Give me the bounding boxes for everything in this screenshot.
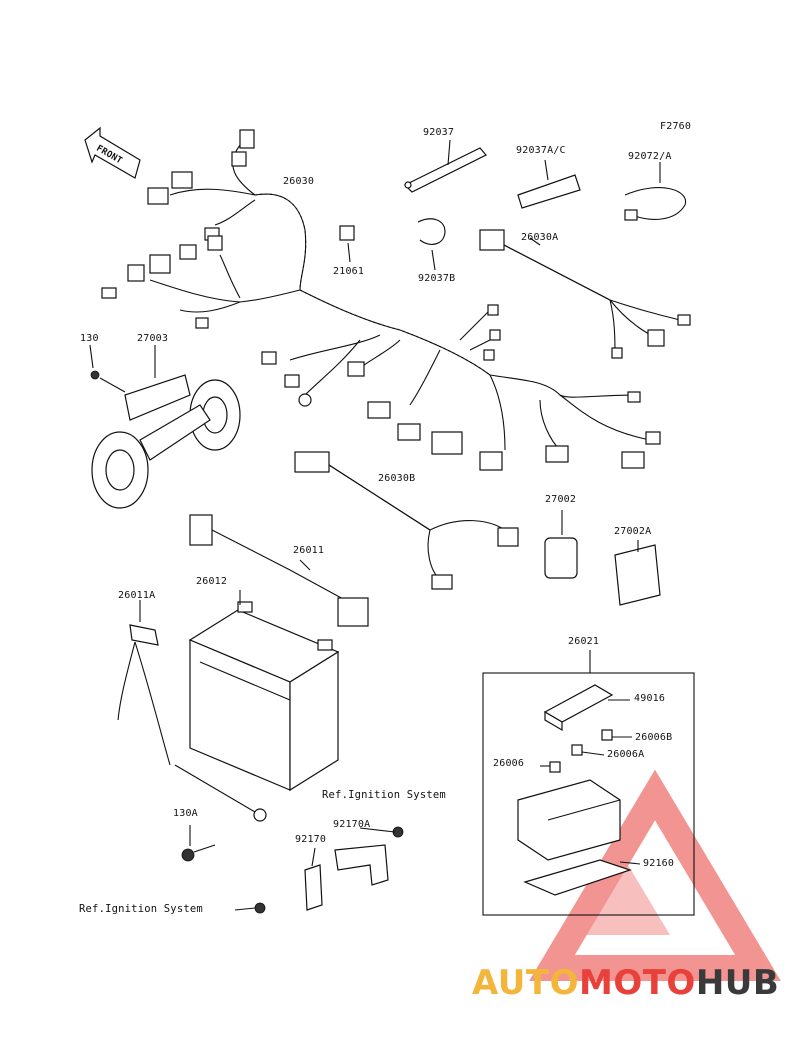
battery-cable-26011 — [189, 514, 369, 627]
part-label-92160: 92160 — [643, 858, 675, 869]
sub-harness-26030b — [294, 451, 519, 590]
bracket-92170 — [234, 847, 323, 914]
part-label-49016: 49016 — [634, 693, 666, 704]
clamp-92037 — [403, 139, 487, 193]
part-label-92037ac: 92037A/C — [516, 145, 566, 156]
part-label-27002: 27002 — [545, 494, 577, 505]
watermark-part2: MOTO — [578, 963, 696, 1003]
part-label-26030b: 26030B — [378, 473, 416, 484]
cable-tie-92072a — [624, 162, 687, 221]
part-label-130a: 130A — [173, 808, 198, 819]
part-label-26012: 26012 — [196, 576, 228, 587]
part-label-26011a: 26011A — [118, 590, 156, 601]
bracket-92170a — [334, 826, 404, 886]
part-label-26030: 26030 — [283, 176, 315, 187]
fuse-box-26021 — [482, 650, 695, 916]
sub-harness-26030a — [479, 229, 691, 359]
watermark-logo: AUTOMOTOHUB — [472, 963, 779, 1003]
part-label-27002a: 27002A — [614, 526, 652, 537]
connector-21061 — [339, 225, 355, 263]
ref-ignition-system-upper: Ref.Ignition System — [322, 789, 446, 801]
watermark-triangle — [529, 769, 781, 981]
part-label-26021: 26021 — [568, 636, 600, 647]
bolt-130a — [181, 825, 216, 862]
battery-26012 — [188, 590, 340, 792]
part-label-26006a: 26006A — [607, 749, 645, 760]
relay-27002a — [614, 540, 661, 606]
part-label-26011: 26011 — [293, 545, 325, 556]
part-label-26030a: 26030A — [521, 232, 559, 243]
part-label-92170a: 92170A — [333, 819, 371, 830]
part-label-92037b: 92037B — [418, 273, 456, 284]
part-label-26006b: 26006B — [635, 732, 673, 743]
part-label-26006: 26006 — [493, 758, 525, 769]
part-label-92072a: 92072/A — [628, 151, 672, 162]
part-label-21061: 21061 — [333, 266, 365, 277]
band-92037ac — [517, 159, 581, 209]
relay-27002 — [544, 510, 578, 579]
main-harness-26030 — [101, 129, 661, 471]
part-label-92037: 92037 — [423, 127, 455, 138]
part-label-27003: 27003 — [137, 333, 169, 344]
ref-ignition-system-lower: Ref.Ignition System — [79, 903, 203, 915]
watermark-part1: AUTO — [472, 963, 579, 1003]
part-label-130: 130 — [80, 333, 99, 344]
figure-code: F2760 — [660, 121, 692, 132]
part-label-92170: 92170 — [295, 834, 327, 845]
horn-27003 — [89, 344, 241, 509]
watermark-part3: HUB — [695, 963, 780, 1003]
clamp-92037b — [417, 218, 446, 271]
battery-cable-26011a — [117, 600, 267, 822]
front-arrow-icon — [84, 126, 141, 179]
